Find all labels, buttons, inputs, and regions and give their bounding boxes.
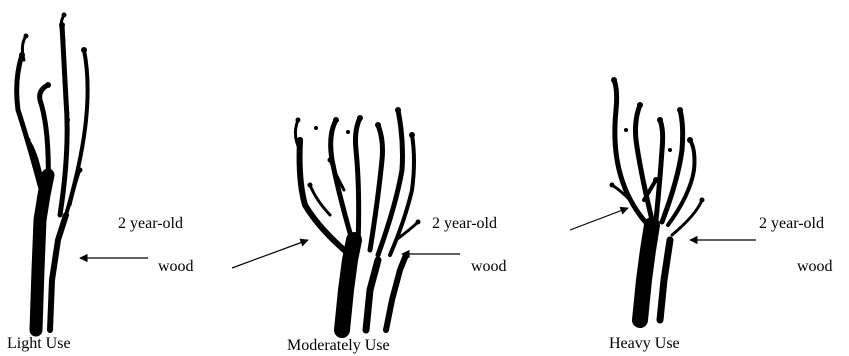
heavy-use-left-arrow: [570, 208, 628, 230]
heavy-use-label-line1: 2 year-old: [759, 216, 824, 232]
light-use-label-line2: wood: [158, 259, 194, 275]
light-use-label-line1: 2 year-old: [118, 216, 183, 232]
heavy-use-twig: [610, 77, 705, 320]
moderately-use-caption: Moderately Use: [287, 338, 390, 354]
moderately-use-twig: [295, 107, 420, 330]
moderately-use-label-line1: 2 year-old: [432, 216, 497, 232]
moderately-use-left-arrow: [232, 240, 308, 268]
heavy-use-caption: Heavy Use: [609, 336, 680, 352]
moderately-use-label-line2: wood: [471, 259, 507, 275]
heavy-use-label-line2: wood: [797, 259, 833, 275]
light-use-caption: Light Use: [7, 336, 71, 352]
light-use-twig: [16, 13, 88, 331]
